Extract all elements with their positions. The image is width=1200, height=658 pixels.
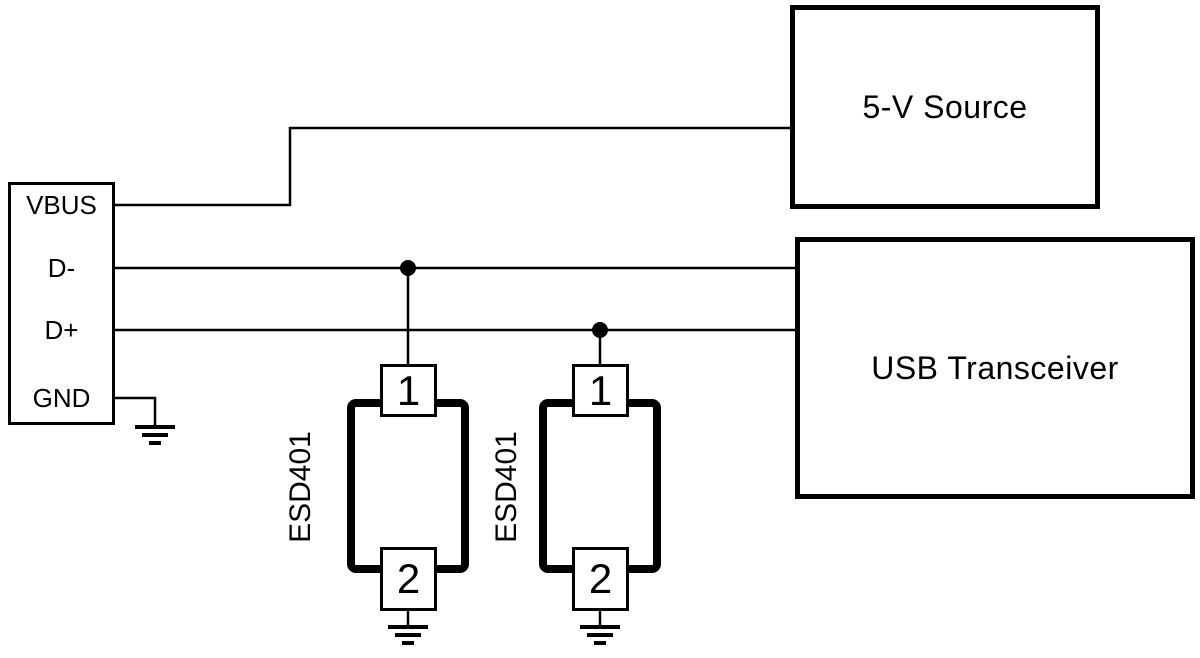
junction-dot-d-plus [592,322,608,338]
esd2-package-outline [539,399,661,573]
esd1-package-outline [347,399,469,573]
ground-symbol-esd2 [580,625,620,645]
wire-gnd [115,396,157,425]
esd2-label: ESD401 [490,431,523,543]
pin-label-d-minus: D- [47,253,76,283]
transceiver-box-label: USB Transceiver [871,349,1119,386]
esd1-pin2-box: 2 [380,547,437,611]
usb-connector-block: VBUS D- D+ GND [8,182,115,425]
esd1-pin1-box: 1 [380,364,437,417]
pin-label-gnd: GND [32,383,91,413]
ground-symbol-connector [135,425,175,445]
source-box: 5-V Source [790,5,1100,209]
esd2-pin1-box: 1 [572,364,629,417]
source-box-label: 5-V Source [862,88,1028,125]
ground-symbol-esd1 [388,625,428,645]
wire-vbus [115,126,795,207]
pin-label-d-plus: D+ [44,315,79,345]
esd2-pin2-box: 2 [572,547,629,611]
pin-label-vbus: VBUS [26,190,97,220]
junction-dot-d-minus [400,260,416,276]
transceiver-box: USB Transceiver [795,237,1195,499]
esd1-label: ESD401 [284,431,317,543]
